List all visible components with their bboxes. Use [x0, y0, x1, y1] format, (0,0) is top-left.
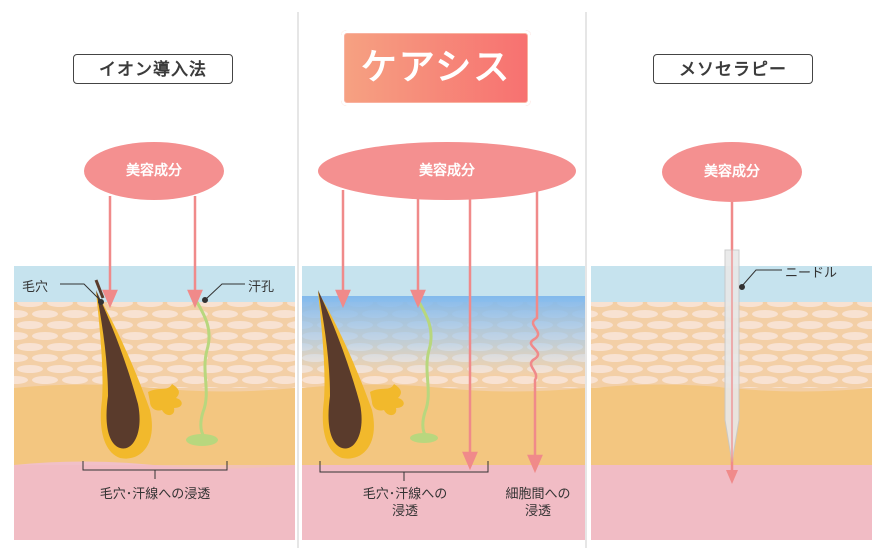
- caption-panel-2-right-line1: 細胞間への: [505, 487, 571, 502]
- divider-right: [585, 12, 587, 548]
- arrows-panel-2: [335, 190, 543, 474]
- leader-lines: [60, 269, 782, 305]
- pore-label: 毛穴: [22, 280, 49, 295]
- hair-follicle-1: [94, 279, 182, 459]
- caption-panel-2-right: 細胞間への 浸透: [488, 486, 588, 520]
- caption-panel-2-right-line2: 浸透: [524, 504, 551, 519]
- caption-brackets: [82, 461, 489, 481]
- panel-label-mesotherapy: メソセラピー: [653, 54, 813, 84]
- needle-arrow: [724, 202, 740, 484]
- ingredient-blob-2: 美容成分: [318, 142, 576, 200]
- hair-follicle-2: [318, 290, 404, 459]
- sweat-gland-2: [410, 301, 438, 443]
- caption-panel-2-left-line2: 浸透: [391, 504, 418, 519]
- arrows-panel-1: [102, 196, 203, 309]
- caption-panel-2-left-line1: 毛穴･汗線への: [362, 487, 448, 502]
- sweat-pore-label: 汗孔: [248, 280, 275, 295]
- panel-label-careasis: ケアシス: [341, 30, 531, 106]
- ingredient-blob-1: 美容成分: [84, 142, 224, 200]
- panel-label-iontophoresis: イオン導入法: [73, 54, 233, 84]
- ingredient-blob-3: 美容成分: [662, 142, 802, 202]
- caption-panel-1: 毛穴･汗線への浸透: [99, 487, 211, 502]
- needle-label: ニードル: [785, 266, 838, 281]
- caption-panel-2-left: 毛穴･汗線への 浸透: [330, 486, 480, 520]
- divider-left: [297, 12, 299, 548]
- sweat-gland-1: [186, 301, 218, 446]
